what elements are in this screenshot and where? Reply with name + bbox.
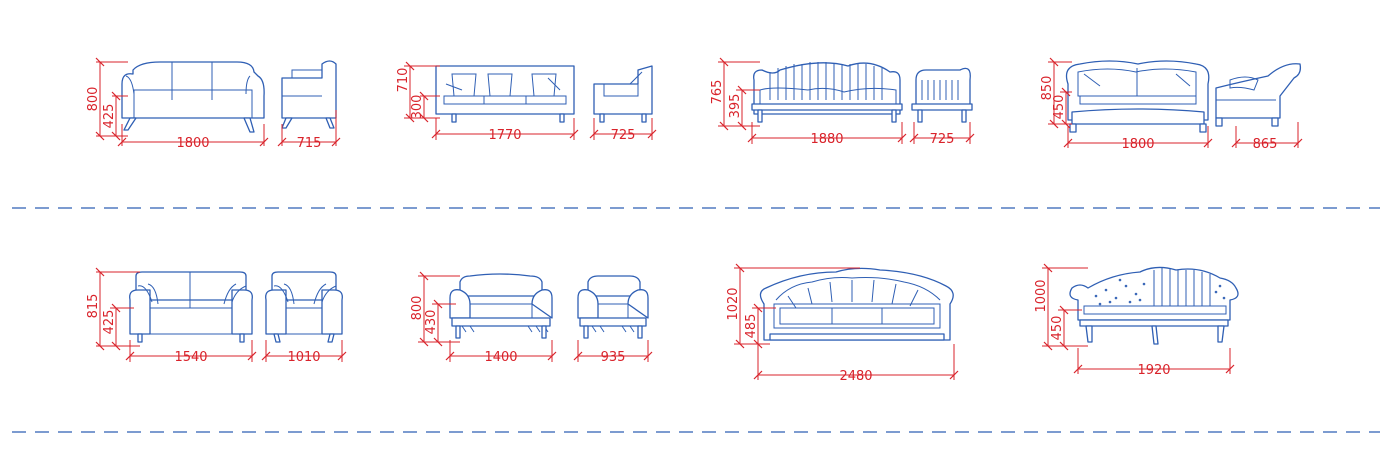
armchair-front-view bbox=[265, 271, 343, 343]
side-depth-label: 725 bbox=[930, 132, 955, 147]
seat-height-label: 430 bbox=[424, 310, 439, 335]
sofa-front-view bbox=[449, 273, 553, 339]
height-label: 765 bbox=[710, 80, 725, 105]
sofa-front-view bbox=[1069, 266, 1239, 345]
height-dimension: 1020 bbox=[726, 263, 860, 349]
side-depth-dimension: 865 bbox=[1231, 122, 1303, 152]
seat-height-label: 450 bbox=[1050, 316, 1065, 341]
front-width-dimension: 1800 bbox=[117, 124, 269, 151]
seat-height-dimension: 425 bbox=[102, 91, 128, 141]
front-width-label: 1920 bbox=[1137, 363, 1170, 378]
height-dimension: 800 bbox=[86, 57, 128, 141]
seat-height-label: 425 bbox=[102, 104, 117, 129]
seat-height-dimension: 485 bbox=[744, 303, 776, 349]
height-label: 800 bbox=[410, 296, 425, 321]
sofa-set-5: 815 425 1540 1010 bbox=[86, 267, 347, 365]
side-depth-dimension: 725 bbox=[589, 118, 657, 143]
front-width-dimension: 1400 bbox=[445, 340, 557, 365]
height-dimension: 800 bbox=[410, 271, 460, 347]
sofa-side-view bbox=[281, 60, 337, 129]
front-width-label: 1540 bbox=[174, 350, 207, 365]
sofa-front-view bbox=[1065, 60, 1210, 133]
height-label: 815 bbox=[86, 294, 101, 319]
front-width-label: 1400 bbox=[484, 350, 517, 365]
seat-height-dimension: 450 bbox=[1052, 87, 1072, 129]
sofa-front-view bbox=[121, 61, 265, 133]
seat-height-dimension: 395 bbox=[728, 85, 760, 131]
front-width-label: 2480 bbox=[839, 369, 872, 384]
sofa-set-4: 850 450 1800 865 bbox=[1040, 57, 1303, 152]
front-width-dimension: 1540 bbox=[125, 340, 257, 365]
sofa-side-view bbox=[911, 67, 973, 123]
side-depth-dimension: 935 bbox=[573, 340, 653, 365]
height-label: 710 bbox=[396, 68, 411, 93]
height-label: 850 bbox=[1040, 76, 1055, 101]
height-label: 1000 bbox=[1034, 279, 1049, 312]
seat-height-dimension: 430 bbox=[424, 299, 456, 347]
side-depth-label: 1010 bbox=[287, 350, 320, 365]
front-width-dimension: 1800 bbox=[1063, 126, 1213, 152]
side-depth-label: 935 bbox=[601, 350, 626, 365]
height-dimension: 1000 bbox=[1034, 263, 1088, 351]
sofa-front-view bbox=[435, 65, 575, 123]
side-depth-dimension: 1010 bbox=[261, 340, 347, 365]
seat-height-label: 450 bbox=[1052, 95, 1067, 120]
side-depth-dimension: 725 bbox=[909, 122, 975, 147]
sofa-side-view bbox=[593, 65, 653, 123]
front-width-label: 1800 bbox=[1121, 137, 1154, 152]
armchair-front-view bbox=[577, 275, 649, 339]
seat-height-dimension: 450 bbox=[1050, 305, 1082, 351]
sofa-front-view bbox=[759, 267, 954, 341]
side-depth-dimension: 715 bbox=[277, 110, 341, 151]
sofa-set-1: 800 425 1800 715 bbox=[86, 57, 341, 151]
height-dimension: 815 bbox=[86, 267, 140, 351]
sofa-set-6: 800 430 1400 935 bbox=[410, 271, 653, 365]
front-width-dimension: 1920 bbox=[1073, 348, 1235, 378]
sofa-front-view bbox=[129, 271, 253, 343]
front-width-label: 1800 bbox=[176, 136, 209, 151]
sofa-front-view bbox=[751, 62, 903, 123]
height-label: 1020 bbox=[726, 287, 741, 320]
sofa-side-view bbox=[1215, 63, 1302, 127]
seat-height-dimension: 425 bbox=[102, 303, 134, 351]
side-depth-label: 715 bbox=[297, 136, 322, 151]
sofa-set-3: 765 395 1880 725 bbox=[710, 57, 975, 147]
side-depth-label: 725 bbox=[611, 128, 636, 143]
seat-height-label: 485 bbox=[744, 314, 759, 339]
fabric-dot-pattern bbox=[1094, 278, 1226, 306]
sofa-set-7: 1020 485 2480 bbox=[726, 263, 959, 384]
front-width-label: 1770 bbox=[488, 128, 521, 143]
front-width-label: 1880 bbox=[810, 132, 843, 147]
sofa-set-8: 1000 450 1920 bbox=[1034, 263, 1239, 378]
seat-height-label: 300 bbox=[410, 95, 425, 120]
front-width-dimension: 1770 bbox=[431, 118, 579, 143]
height-dimension: 850 bbox=[1040, 57, 1072, 129]
seat-height-dimension: 300 bbox=[410, 91, 440, 123]
height-label: 800 bbox=[86, 87, 101, 112]
front-width-dimension: 1880 bbox=[747, 122, 907, 147]
seat-height-label: 425 bbox=[102, 310, 117, 335]
side-depth-label: 865 bbox=[1253, 137, 1278, 152]
sofa-set-2: 710 300 1770 725 bbox=[396, 61, 657, 143]
seat-height-label: 395 bbox=[728, 94, 743, 119]
height-dimension: 710 bbox=[396, 61, 440, 123]
front-width-dimension: 2480 bbox=[753, 344, 959, 384]
